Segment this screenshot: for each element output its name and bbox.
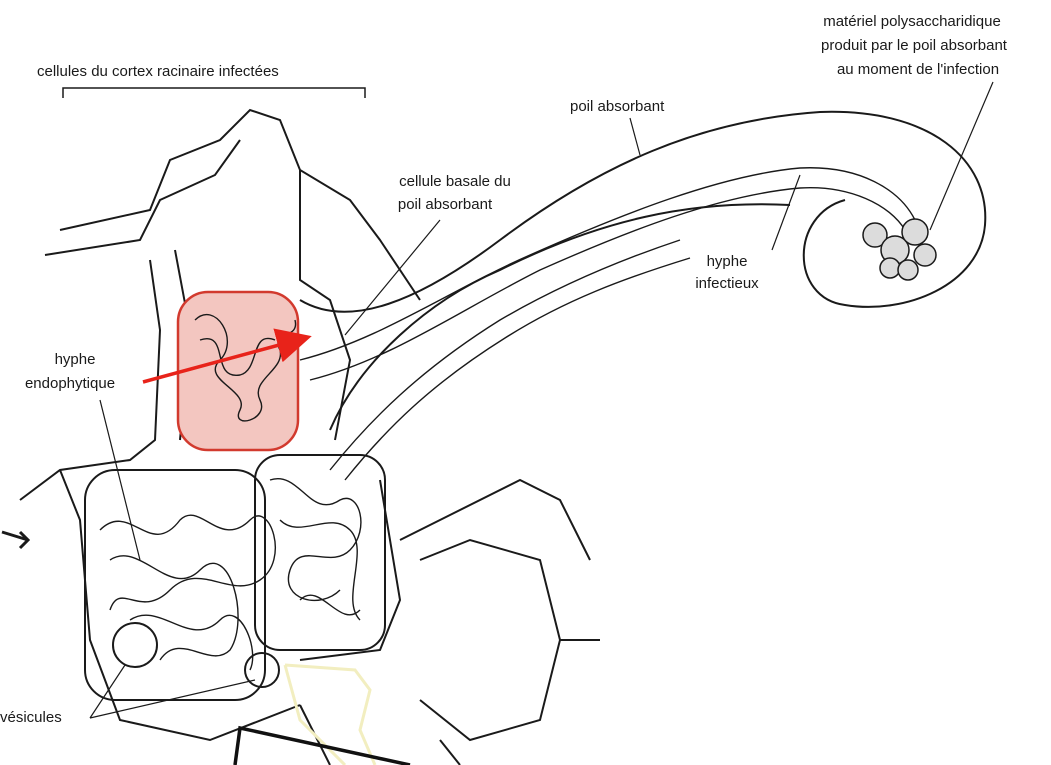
leader-basal-cell: [344, 219, 441, 336]
cell-wall: [44, 139, 241, 256]
red-arrow: [142, 328, 312, 384]
cell-wall: [419, 538, 562, 742]
highlighted-infected-cell: [176, 290, 300, 452]
infected-cells: [84, 454, 386, 701]
left-arrow-icon: [1, 530, 31, 550]
infection-thread: [299, 167, 916, 481]
cell-walls: [19, 108, 600, 765]
label-root-hair: poil absorbant: [570, 98, 665, 115]
label-basal-cell-1: cellule basale du: [399, 173, 511, 190]
cortex-bracket: [62, 87, 366, 98]
label-polysaccharide-1: matériel polysaccharidique: [823, 13, 1001, 30]
leader-polysaccharide: [929, 81, 994, 231]
vesicle: [244, 652, 280, 688]
label-polysaccharide-2: produit par le poil absorbant: [821, 37, 1008, 54]
cell-wall: [299, 170, 352, 441]
leader-infective-hypha: [771, 174, 801, 251]
lower-middle-cell: [254, 454, 386, 651]
pale-cell-outline: [283, 663, 377, 765]
root-hair-outer-wall: [299, 110, 987, 313]
leader-lines: [89, 81, 994, 719]
cell-wall: [399, 478, 591, 561]
leader-vesicles-2: [89, 664, 126, 719]
vesicle: [112, 622, 158, 668]
cell-wall: [19, 259, 162, 501]
label-endophytic-hypha-2: endophytique: [25, 375, 115, 392]
cell-wall: [59, 469, 301, 742]
label-basal-cell-2: poil absorbant: [398, 196, 493, 213]
label-polysaccharide-3: au moment de l'infection: [837, 61, 999, 78]
bottom-black-lines: [233, 725, 411, 765]
vesicles: [112, 622, 280, 688]
label-infective-hypha-2: infectieux: [695, 275, 759, 292]
label-cortex-cells: cellules du cortex racinaire infectées: [37, 63, 279, 80]
lower-left-cell: [84, 469, 266, 701]
label-vesicles: vésicules: [0, 709, 62, 726]
cell-wall: [299, 479, 402, 661]
leader-root-hair: [629, 117, 641, 156]
leader-endophytic-hypha: [99, 399, 141, 561]
label-endophytic-hypha-1: hyphe: [55, 351, 96, 368]
leader-vesicles-1: [89, 679, 256, 719]
cell-wall: [59, 108, 421, 301]
label-infective-hypha-1: hyphe: [707, 253, 748, 270]
polysaccharide-material: [862, 218, 937, 281]
cell-wall: [439, 739, 461, 765]
